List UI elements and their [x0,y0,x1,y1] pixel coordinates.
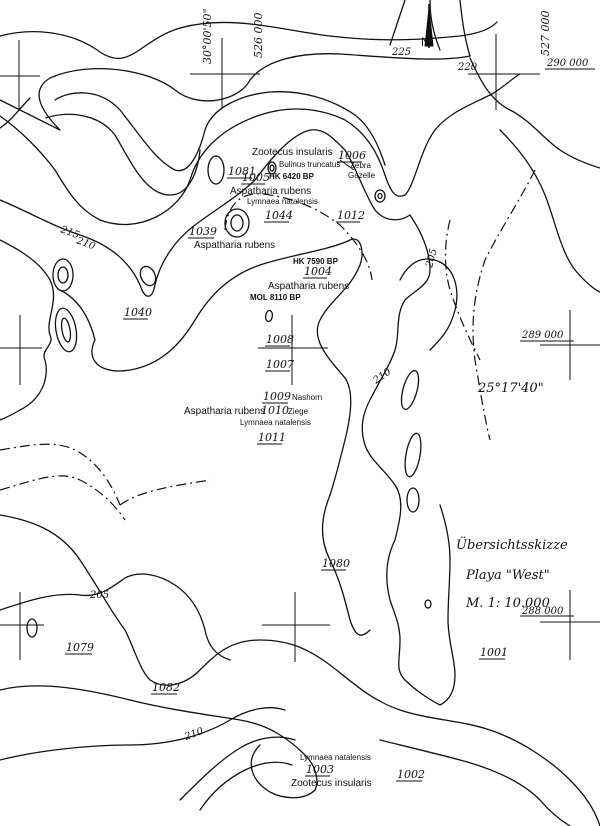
contour-label-205-b: 205 [89,590,109,601]
grid-east-526: 526 000 [252,13,265,59]
site-1005: 1005 [242,171,270,184]
annotation-lymnaea-2: Lymnaea natalensis [240,418,311,427]
annotation-gazelle: Gazelle [348,171,376,180]
site-1008: 1008 [266,333,294,346]
grid-lat-label: 25°17'40" [477,381,544,396]
site-1040: 1040 [124,306,152,319]
contour-label-210-a: 210 [74,235,97,252]
legend-playa: Playa "West" [465,568,550,583]
annotation-bulinus: Bulinus truncatus [279,160,340,169]
site-1080: 1080 [322,557,350,570]
legend-scale: M. 1: 10.000 [465,596,550,611]
contour-label-205-a: 205 [424,247,440,269]
annotation-zebra: Zebra [350,161,371,170]
grid-north-289: 289 000 [521,330,564,341]
contour-label-225: 225 [391,47,411,58]
grid-east-527: 527 000 [539,11,552,57]
annotation-hk6420: HK 6420 BP [269,172,315,181]
site-1010: 1010 [261,404,289,417]
site-1039: 1039 [189,225,217,238]
site-1009: 1009 [263,390,291,403]
site-1001: 1001 [480,646,508,659]
grid-lon-top: 30°00'50" [201,8,214,64]
site-1082: 1082 [152,681,180,694]
annotation-zootecus-top: Zootecus insularis [252,147,333,158]
site-1006: 1006 [338,149,366,162]
annotation-aspatharia-4: Aspatharia rubens [184,406,265,417]
north-label: N [421,35,430,49]
site-1011: 1011 [258,431,286,444]
site-1012: 1012 [337,209,365,222]
contour-label-210-c: 210 [182,726,205,743]
annotation-aspatharia-2: Aspatharia rubens [194,240,275,251]
annotation-hk7590: HK 7590 BP [293,257,339,266]
contour-label-220: 220 [457,62,478,73]
site-1079: 1079 [66,641,94,654]
annotation-aspatharia-1: Aspatharia rubens [230,186,311,197]
grid-north-290: 290 000 [546,58,589,69]
annotation-lymnaea-3: Lymnaea natalensis [300,753,371,762]
annotation-aspatharia-3: Aspatharia rubens [268,281,349,292]
annotation-lymnaea-1: Lymnaea natalensis [247,197,318,206]
map-legend: Übersichtsskizze Playa "West" M. 1: 10.0… [456,536,568,611]
annotation-ziege: Ziege [288,407,309,416]
contour-label-210-b: 210 [371,366,394,387]
annotation-nashorn: Nashorn [292,393,322,402]
annotations: Zootecus insularis Bulinus truncatus Zeb… [184,147,376,789]
site-1002: 1002 [397,768,425,781]
site-1081: 1081 [228,165,256,178]
grid-labels: 30°00'50" 526 000 527 000 290 000 289 00… [201,8,595,617]
grid-north-288: 288 000 [521,606,564,617]
boundary-lines [0,169,536,521]
annotation-mol8110: MOL 8110 BP [250,293,301,302]
annotation-zootecus-bottom: Zootecus insularis [291,778,372,789]
site-numbers: 1081 1005 1006 1039 1044 1012 1004 1040 … [65,149,508,782]
site-1044: 1044 [265,209,293,222]
site-1004: 1004 [304,265,332,278]
legend-title: Übersichtsskizze [456,536,568,553]
north-arrow: N [421,4,434,49]
site-1003: 1003 [306,763,334,776]
site-1007: 1007 [266,358,294,371]
